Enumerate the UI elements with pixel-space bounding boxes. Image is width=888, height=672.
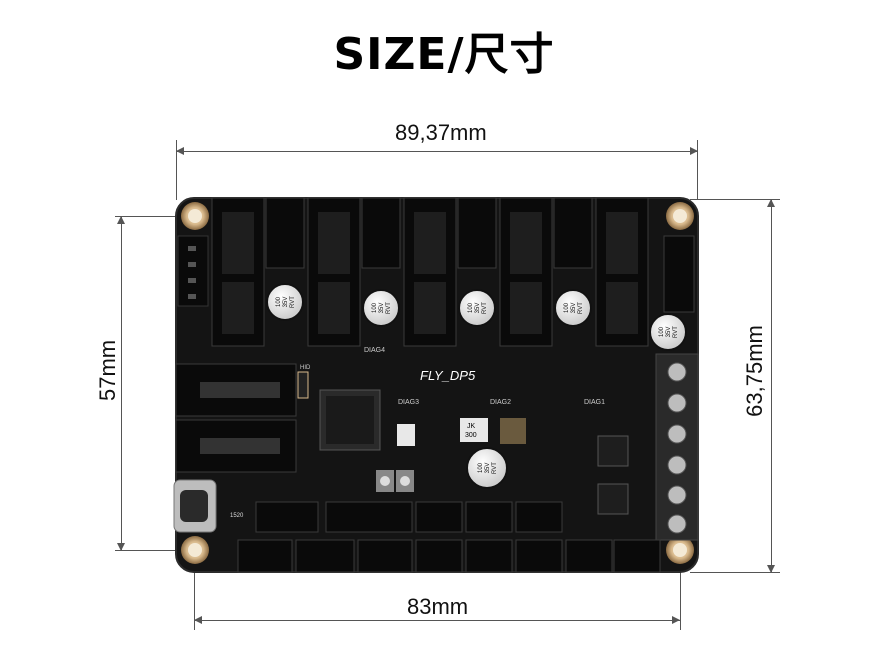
arrow-down xyxy=(117,543,125,551)
cap6-label-c: RVT xyxy=(492,462,498,474)
inductor-label: 1520 xyxy=(230,513,244,519)
arrow-right xyxy=(690,147,698,155)
cap5-label-c: RVT xyxy=(673,326,679,338)
cap2-label-b: 35V xyxy=(379,303,385,314)
cap4-label-b: 35V xyxy=(571,303,577,314)
arrow-up xyxy=(767,199,775,207)
cap3-label-b: 35V xyxy=(475,303,481,314)
cap1-label-b: 35V xyxy=(283,297,289,308)
motor-connectors xyxy=(265,197,695,313)
cap1-label-c: RVT xyxy=(290,296,296,308)
idc-connectors xyxy=(175,363,297,473)
arrow-right xyxy=(672,616,680,624)
page-title: SIZE/尺寸 xyxy=(333,29,555,80)
bottom-width-ext-right xyxy=(680,560,681,630)
cap4-label-a: 100 xyxy=(564,302,570,313)
arrow-left xyxy=(194,616,202,624)
bottom-width-line xyxy=(194,620,680,621)
bottom-connectors xyxy=(237,501,661,573)
cap5-label-a: 100 xyxy=(659,326,665,337)
board-name: FLY_DP5 xyxy=(420,368,476,383)
cap3-label-c: RVT xyxy=(482,302,488,314)
jk-label-bottom: 300 xyxy=(465,432,477,439)
top-width-ext-right xyxy=(697,140,698,200)
diag3-label: DIAG3 xyxy=(398,399,419,406)
left-height-line xyxy=(121,216,122,551)
power-terminal xyxy=(655,353,699,541)
top-width-line xyxy=(176,151,698,152)
bottom-width-ext-left xyxy=(194,560,195,630)
arrow-up xyxy=(117,216,125,224)
diag4-label: DIAG4 xyxy=(364,347,385,354)
right-height-line xyxy=(771,199,772,573)
cap1-label-a: 100 xyxy=(276,296,282,307)
top-width-ext-left xyxy=(176,140,177,200)
arrow-down xyxy=(767,565,775,573)
diag2-label: DIAG2 xyxy=(490,399,511,406)
cap6-label-b: 35V xyxy=(485,463,491,474)
cap6-label-a: 100 xyxy=(478,462,484,473)
right-height-ext-bottom xyxy=(690,572,780,573)
left-height-ext-top xyxy=(115,216,195,217)
bottom-width-label: 83mm xyxy=(407,594,469,619)
arrow-left xyxy=(176,147,184,155)
cap2-label-a: 100 xyxy=(372,302,378,313)
diag1-label: DIAG1 xyxy=(584,399,605,406)
top-width-label: 89,37mm xyxy=(395,120,487,145)
cap5-label-b: 35V xyxy=(666,327,672,338)
right-height-ext-top xyxy=(690,199,780,200)
hid-label: HID xyxy=(300,365,311,371)
left-height-ext-bottom xyxy=(115,550,195,551)
jk-label-top: JK xyxy=(467,423,476,430)
driver-sockets xyxy=(211,197,649,347)
cap2-label-c: RVT xyxy=(386,302,392,314)
cap3-label-a: 100 xyxy=(468,302,474,313)
capacitors xyxy=(266,283,687,489)
cap4-label-c: RVT xyxy=(578,302,584,314)
